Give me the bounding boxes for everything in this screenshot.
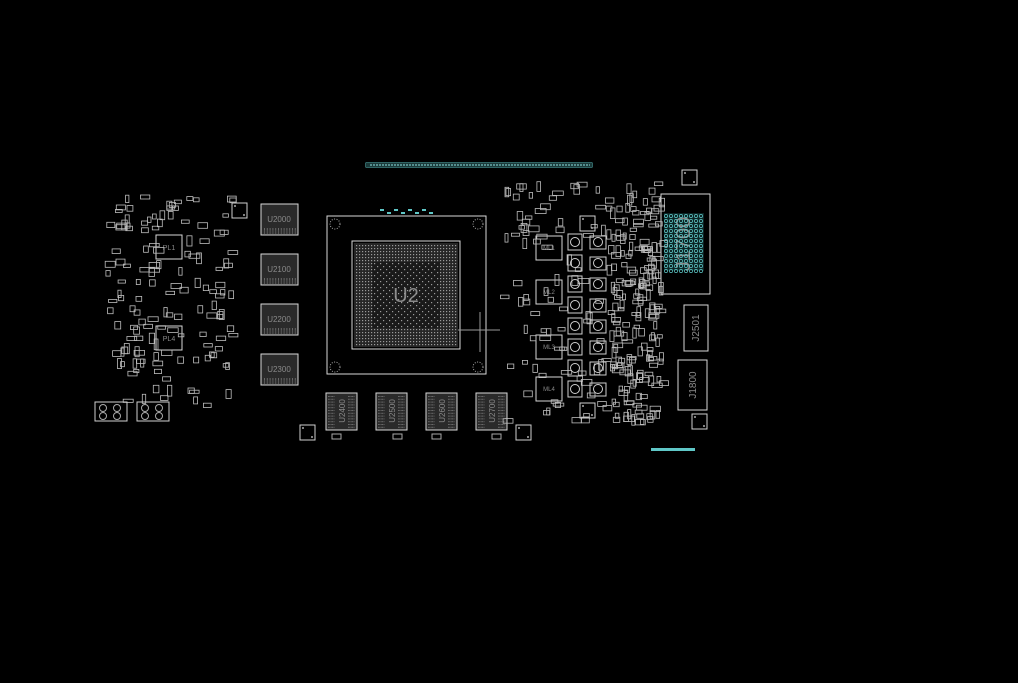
- inductor-ml4[interactable]: ML4: [535, 376, 563, 402]
- gpu-label: U2: [393, 285, 419, 307]
- inductor-label: ML2: [543, 290, 555, 296]
- top-edge-strip: [365, 162, 593, 168]
- j1700-pins: [664, 214, 703, 273]
- memory-label: U2400: [338, 399, 347, 423]
- memory-chip-u2300[interactable]: U2300: [260, 353, 299, 386]
- memory-label: U2100: [267, 265, 291, 274]
- crosshair-marker: [458, 312, 500, 352]
- connector-label: J1800: [688, 371, 699, 399]
- inductor-label: PL1: [163, 245, 176, 252]
- inductor-ml2[interactable]: ML2: [535, 279, 563, 305]
- memory-bottom-row: U2400 U2500 U2600 U2700: [325, 392, 508, 440]
- memory-chip-u2600[interactable]: U2600: [425, 392, 458, 431]
- inductor-label: PL4: [163, 336, 176, 343]
- connector-j2501[interactable]: J2501: [683, 304, 709, 352]
- passive-components: [94, 169, 708, 441]
- gpu-ball-array: [356, 245, 457, 346]
- bottom-edge-strip: [651, 448, 695, 451]
- connector-j1800[interactable]: J1800: [677, 359, 708, 411]
- inductor-label: ML3: [543, 345, 555, 351]
- memory-label: U2000: [267, 215, 291, 224]
- connector-j1700[interactable]: J1700: [660, 193, 711, 295]
- memory-label: U2300: [267, 365, 291, 374]
- memory-label: U2200: [267, 315, 291, 324]
- inductor-label: ML4: [543, 387, 555, 393]
- memory-label: U2600: [438, 399, 447, 423]
- gpu-package[interactable]: U2: [326, 215, 487, 375]
- memory-left-column: U2000 U2100 U2200 U2300: [260, 203, 299, 386]
- memory-label: U2500: [388, 399, 397, 423]
- memory-chip-u2200[interactable]: U2200: [260, 303, 299, 336]
- memory-ball-arrays: [264, 228, 505, 428]
- connector-label: J2501: [691, 314, 702, 342]
- memory-label: U2700: [488, 399, 497, 423]
- memory-chip-u2100[interactable]: U2100: [260, 253, 299, 286]
- memory-chip-u2000[interactable]: U2000: [260, 203, 299, 236]
